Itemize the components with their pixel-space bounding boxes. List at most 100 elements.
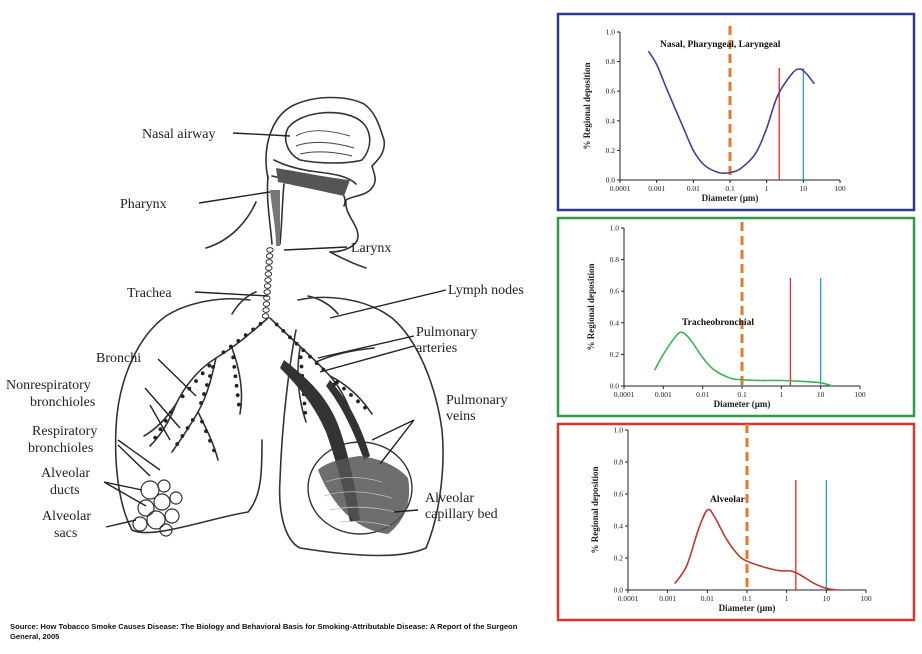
y-tick-label: 0.6 [610, 287, 620, 296]
airway-bead [208, 439, 212, 443]
trachea-ring [265, 278, 271, 283]
airway-bead [275, 323, 279, 327]
y-tick-label: 0.2 [610, 350, 620, 359]
airway-bead [236, 393, 240, 397]
airway-bead [181, 394, 185, 398]
x-tick-label: 0.0001 [610, 184, 631, 193]
airway-bead [237, 403, 241, 407]
airway-bead [229, 345, 233, 349]
airway-bead [205, 383, 209, 387]
airway-bead [235, 384, 239, 388]
airway-bead [356, 399, 360, 403]
label-lymph-nodes: Lymph nodes [448, 283, 524, 298]
airway-bead [169, 411, 173, 415]
y-tick-label: 0.2 [614, 554, 624, 563]
respiratory-anatomy-illustration: Nasal airway Pharynx Larynx Trachea Lymp… [6, 98, 524, 556]
airway-bead [175, 442, 179, 446]
x-tick-label: 0.01 [687, 184, 700, 193]
label-pulmonary-veins-line2: veins [446, 409, 476, 424]
y-tick-label: 0.8 [610, 255, 620, 264]
x-tick-label: 0.1 [737, 390, 747, 399]
x-tick-label: 1 [765, 184, 769, 193]
airway-bead [153, 436, 157, 440]
airway-bead [191, 418, 195, 422]
label-trachea: Trachea [127, 286, 172, 301]
y-tick-label: 0.6 [606, 87, 616, 96]
y-tick-label: 0.8 [606, 57, 616, 66]
airway-bead [186, 426, 190, 430]
x-tick-label: 0.001 [648, 184, 665, 193]
airway-bead [349, 393, 353, 397]
x-tick-label: 10 [823, 594, 831, 603]
airway-bead [194, 379, 198, 383]
label-alveolar-ducts-line1: Alveolar [41, 466, 90, 481]
y-tick-label: 0.2 [606, 146, 616, 155]
chart-title: Alveolar [710, 495, 746, 505]
airway-bead [212, 449, 216, 453]
trachea-ring [264, 284, 270, 289]
airway-bead [342, 387, 346, 391]
airway-bead [251, 328, 255, 332]
x-tick-label: 100 [834, 184, 846, 193]
y-tick-label: 0.6 [614, 490, 624, 499]
y-tick-label: 1.0 [610, 224, 620, 233]
label-nasal-airway: Nasal airway [142, 127, 215, 142]
x-tick-label: 1 [785, 594, 789, 603]
alveolar-sacs-drawing [133, 480, 182, 536]
airway-bead [288, 335, 292, 339]
x-tick-label: 1 [779, 390, 783, 399]
airway-bead [308, 355, 312, 359]
label-capillary-bed-line2: capillary bed [425, 507, 498, 522]
airway-bead [315, 361, 319, 365]
airway-bead [335, 380, 339, 384]
airway-bead [299, 355, 303, 359]
y-tick-label: 1.0 [606, 28, 616, 37]
label-larynx: Larynx [351, 241, 391, 256]
y-axis-label: % Regional deposition [590, 466, 600, 553]
x-tick-label: 0.01 [696, 390, 709, 399]
trachea-rings [262, 248, 273, 319]
x-tick-label: 0.1 [725, 184, 735, 193]
trachea-ring [267, 248, 273, 253]
label-respiratory-line1: Respiratory [32, 424, 97, 439]
x-axis-label: Diameter (µm) [719, 603, 776, 613]
trachea-ring [266, 254, 272, 259]
x-tick-label: 0.01 [701, 594, 714, 603]
airway-bead [201, 371, 205, 375]
y-tick-label: 0.4 [606, 116, 616, 125]
airway-bead [234, 374, 238, 378]
x-axis-label: Diameter (µm) [702, 193, 759, 203]
x-tick-label: 0.001 [655, 390, 672, 399]
airway-bead [200, 420, 204, 424]
airway-bead [199, 401, 203, 405]
airway-bead [300, 365, 304, 369]
y-tick-label: 1.0 [614, 426, 624, 435]
trachea-ring [263, 308, 269, 313]
airway-bead [259, 322, 263, 326]
x-tick-label: 0.1 [742, 594, 752, 603]
y-tick-label: 0.8 [614, 458, 624, 467]
trachea-ring [266, 266, 272, 271]
airway-bead [303, 402, 307, 406]
alveolar-capillary-bed-drawing [308, 442, 412, 534]
airway-bead [295, 342, 299, 346]
y-tick-label: 0.4 [610, 318, 620, 327]
airway-bead [236, 339, 240, 343]
x-tick-label: 0.0001 [614, 390, 635, 399]
label-bronchi: Bronchi [96, 351, 141, 366]
airway-bead [303, 411, 307, 415]
airway-bead [164, 419, 168, 423]
x-axis-label: Diameter (µm) [714, 399, 771, 409]
nasal-cavity [286, 113, 370, 163]
label-pulmonary-veins-line1: Pulmonary [446, 393, 507, 408]
left-lung-outline [116, 299, 262, 533]
label-capillary-bed-line1: Alveolar [425, 491, 474, 506]
y-axis-label: % Regional deposition [582, 62, 592, 149]
label-alveolar-ducts-line2: ducts [50, 483, 80, 498]
airway-bead [232, 365, 236, 369]
airway-bead [207, 364, 211, 368]
airway-bead [202, 392, 206, 396]
trachea-ring [264, 290, 270, 295]
